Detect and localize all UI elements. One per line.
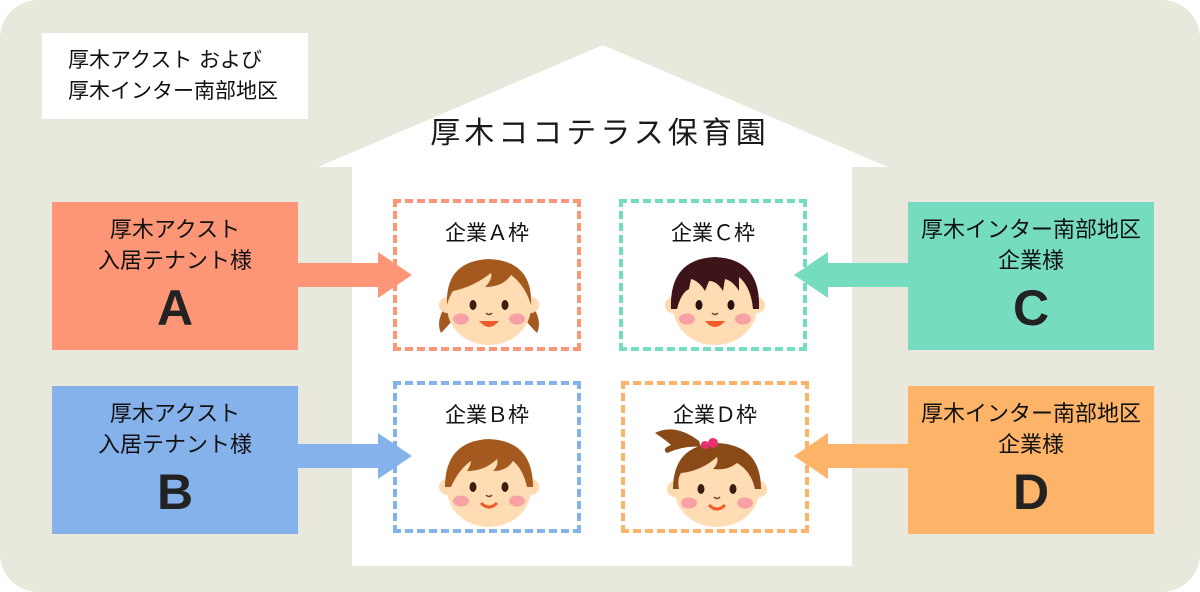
slot-a: 企業Ａ枠 xyxy=(393,199,581,351)
child-face-icon xyxy=(433,247,545,347)
slot-c-label: 企業Ｃ枠 xyxy=(623,217,803,247)
tenant-a-box: 厚木アクスト 入居テナント様 A xyxy=(52,202,298,350)
tenant-d-line-2: 企業様 xyxy=(998,430,1064,461)
tenant-b-letter: B xyxy=(157,463,193,521)
tenant-c-letter: C xyxy=(1013,279,1049,337)
tenant-a-line-1: 厚木アクスト xyxy=(110,215,240,246)
child-face-icon xyxy=(433,429,545,529)
slot-d-label: 企業Ｄ枠 xyxy=(625,399,805,429)
slot-a-label: 企業Ａ枠 xyxy=(397,217,577,247)
nursery-title: 厚木ココテラス保育園 xyxy=(400,108,800,152)
tenant-d-box: 厚木インター南部地区 企業様 D xyxy=(908,386,1154,534)
tenant-a-letter: A xyxy=(157,279,193,337)
tenant-d-letter: D xyxy=(1013,463,1049,521)
tenant-b-line-2: 入居テナント様 xyxy=(98,430,252,461)
tenant-a-line-2: 入居テナント様 xyxy=(98,246,252,277)
tenant-b-box: 厚木アクスト 入居テナント様 B xyxy=(52,386,298,534)
arrow-d xyxy=(792,433,910,479)
child-face-icon xyxy=(661,429,773,529)
tenant-c-box: 厚木インター南部地区 企業様 C xyxy=(908,202,1154,350)
child-face-icon xyxy=(659,247,771,347)
slot-c: 企業Ｃ枠 xyxy=(619,199,807,351)
slot-b: 企業Ｂ枠 xyxy=(393,381,581,533)
tenant-c-line-2: 企業様 xyxy=(998,246,1064,277)
slot-b-label: 企業Ｂ枠 xyxy=(397,399,577,429)
tenant-b-line-1: 厚木アクスト xyxy=(110,399,240,430)
arrow-c xyxy=(792,252,910,298)
slot-d: 企業Ｄ枠 xyxy=(621,381,809,533)
tenant-d-line-1: 厚木インター南部地区 xyxy=(921,399,1141,430)
tenant-c-line-1: 厚木インター南部地区 xyxy=(921,215,1141,246)
